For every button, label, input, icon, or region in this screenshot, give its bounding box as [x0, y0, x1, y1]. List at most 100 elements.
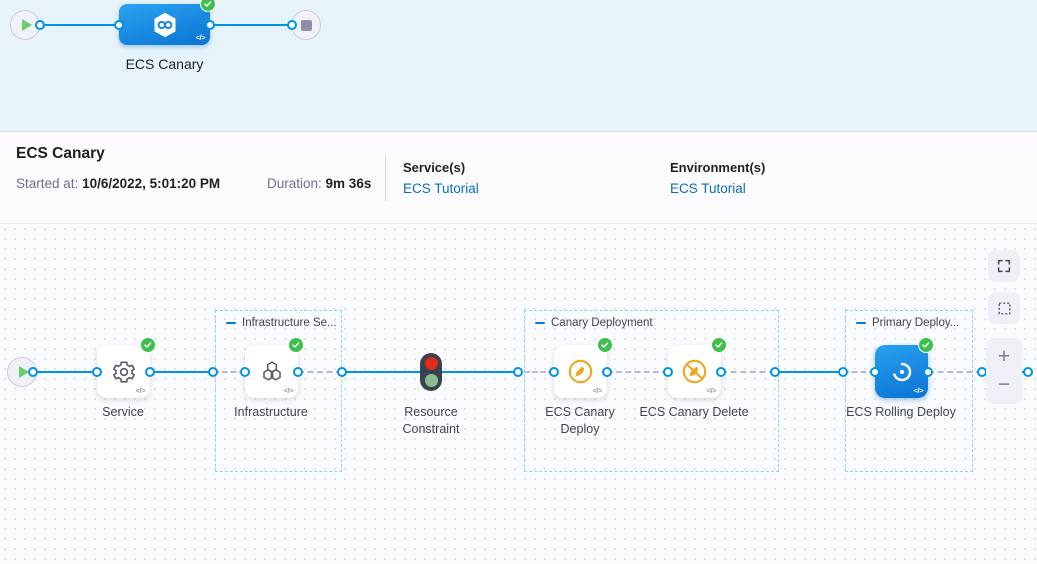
stage-node-ecs-canary[interactable]: </> [119, 0, 216, 45]
code-icon: </> [135, 386, 146, 395]
duration: Duration: 9m 36s [267, 176, 372, 191]
step-node-resource-constraint[interactable] [420, 353, 442, 391]
zoom-in-button[interactable]: + [997, 344, 1011, 368]
edge-connector-port [287, 20, 297, 30]
fullscreen-icon [997, 259, 1011, 273]
edge-connector-port [35, 20, 45, 30]
edge-connector-port [114, 20, 124, 30]
edge-connector-port [205, 20, 215, 30]
environments-label: Environment(s) [670, 160, 766, 175]
environments-link[interactable]: ECS Tutorial [670, 181, 746, 196]
edge-connector-port [716, 367, 726, 377]
collapse-icon [226, 322, 236, 324]
services-label: Service(s) [403, 160, 466, 175]
group-header[interactable]: Infrastructure Se... [226, 317, 337, 329]
edge-connector-port [838, 367, 848, 377]
group-header[interactable]: Canary Deployment [535, 317, 653, 329]
edge-dashed [213, 371, 245, 373]
code-icon: </> [706, 386, 717, 395]
edge-connector-port [208, 367, 218, 377]
edge-solid [33, 371, 98, 373]
edge-connector-port [293, 367, 303, 377]
fullscreen-button[interactable] [988, 250, 1020, 282]
environments-block: Environment(s) ECS Tutorial [670, 160, 765, 196]
execution-graph-canvas[interactable]: Infrastructure Se... Canary Deployment P… [0, 224, 1037, 564]
edge-connector-port [602, 367, 612, 377]
stage-graph-strip: </> ECS Canary [0, 0, 1037, 132]
services-link[interactable]: ECS Tutorial [403, 181, 479, 196]
edge-dashed [928, 371, 982, 373]
edge-connector-port [770, 367, 780, 377]
traffic-light-green-icon [424, 374, 438, 387]
step-node-ecs-rolling-deploy[interactable]: </> [875, 337, 934, 398]
edge-connector-port [923, 367, 933, 377]
pipeline-hexagon-icon [154, 12, 175, 37]
edge-connector-port [513, 367, 523, 377]
edge-connector-port [92, 367, 102, 377]
code-icon: </> [592, 386, 603, 395]
edge-connector-port [1023, 367, 1033, 377]
gear-icon [112, 360, 135, 383]
edge-dashed [607, 371, 668, 373]
edge-dashed [298, 371, 342, 373]
group-canary-deployment: Canary Deployment [524, 310, 779, 472]
edge-dashed [843, 371, 875, 373]
step-node-service[interactable]: </> [97, 337, 156, 398]
zoom-out-button[interactable]: − [997, 373, 1011, 397]
edge-connector-port [870, 367, 880, 377]
step-node-infrastructure[interactable]: </> [245, 337, 304, 398]
code-icon: </> [283, 386, 294, 395]
rolling-deploy-icon [892, 362, 911, 381]
collapse-icon [535, 322, 545, 324]
step-label-ecs-rolling-deploy: ECS Rolling Deploy [846, 405, 956, 419]
step-label-service: Service [102, 405, 144, 419]
step-label-ecs-canary-delete: ECS Canary Delete [639, 405, 749, 419]
play-icon [21, 19, 32, 31]
edge-connector-port [337, 367, 347, 377]
marquee-select-button[interactable] [988, 292, 1020, 324]
stop-icon [300, 19, 312, 31]
edge-connector-port [549, 367, 559, 377]
edge-solid [342, 371, 420, 373]
canary-deploy-icon [568, 359, 593, 384]
zoom-controls: + − [986, 338, 1022, 404]
group-infrastructure-section: Infrastructure Se... [215, 310, 342, 472]
success-check-icon [200, 0, 216, 12]
edge-dashed [721, 371, 775, 373]
success-check-icon [288, 337, 304, 353]
execution-summary-bar: ECS Canary Started at: 10/6/2022, 5:01:2… [0, 132, 1037, 224]
canary-delete-icon [682, 359, 707, 384]
code-icon: </> [195, 33, 206, 42]
collapse-icon [856, 322, 866, 324]
success-check-icon [918, 337, 934, 353]
edge-solid [775, 371, 843, 373]
group-header[interactable]: Primary Deploy... [856, 317, 959, 329]
edge-solid [150, 371, 213, 373]
hexagon-cluster-icon [262, 360, 281, 381]
step-node-ecs-canary-delete[interactable]: </> [668, 337, 727, 398]
divider [385, 155, 386, 201]
group-primary-deployment: Primary Deploy... [845, 310, 973, 472]
services-block: Service(s) ECS Tutorial [403, 160, 479, 196]
code-icon: </> [913, 386, 924, 395]
stage-label: ECS Canary [125, 56, 204, 72]
success-check-icon [597, 337, 613, 353]
success-check-icon [711, 337, 727, 353]
edge-dashed [524, 371, 554, 373]
step-label-resource-constraint: Resource Constraint [402, 405, 460, 436]
execution-title: ECS Canary [16, 145, 105, 162]
edge-connector-port [28, 367, 38, 377]
edge-connector-port [663, 367, 673, 377]
edge-solid [40, 24, 119, 26]
marquee-select-icon [998, 302, 1010, 314]
started-at: Started at: 10/6/2022, 5:01:20 PM [16, 176, 221, 191]
traffic-light-red-icon [424, 357, 438, 370]
edge-connector-port [240, 367, 250, 377]
step-node-ecs-canary-deploy[interactable]: </> [554, 337, 613, 398]
edge-solid [442, 371, 518, 373]
play-icon [18, 366, 29, 378]
success-check-icon [140, 337, 156, 353]
edge-solid [210, 24, 292, 26]
step-label-ecs-canary-deploy: ECS Canary Deploy [545, 405, 615, 436]
